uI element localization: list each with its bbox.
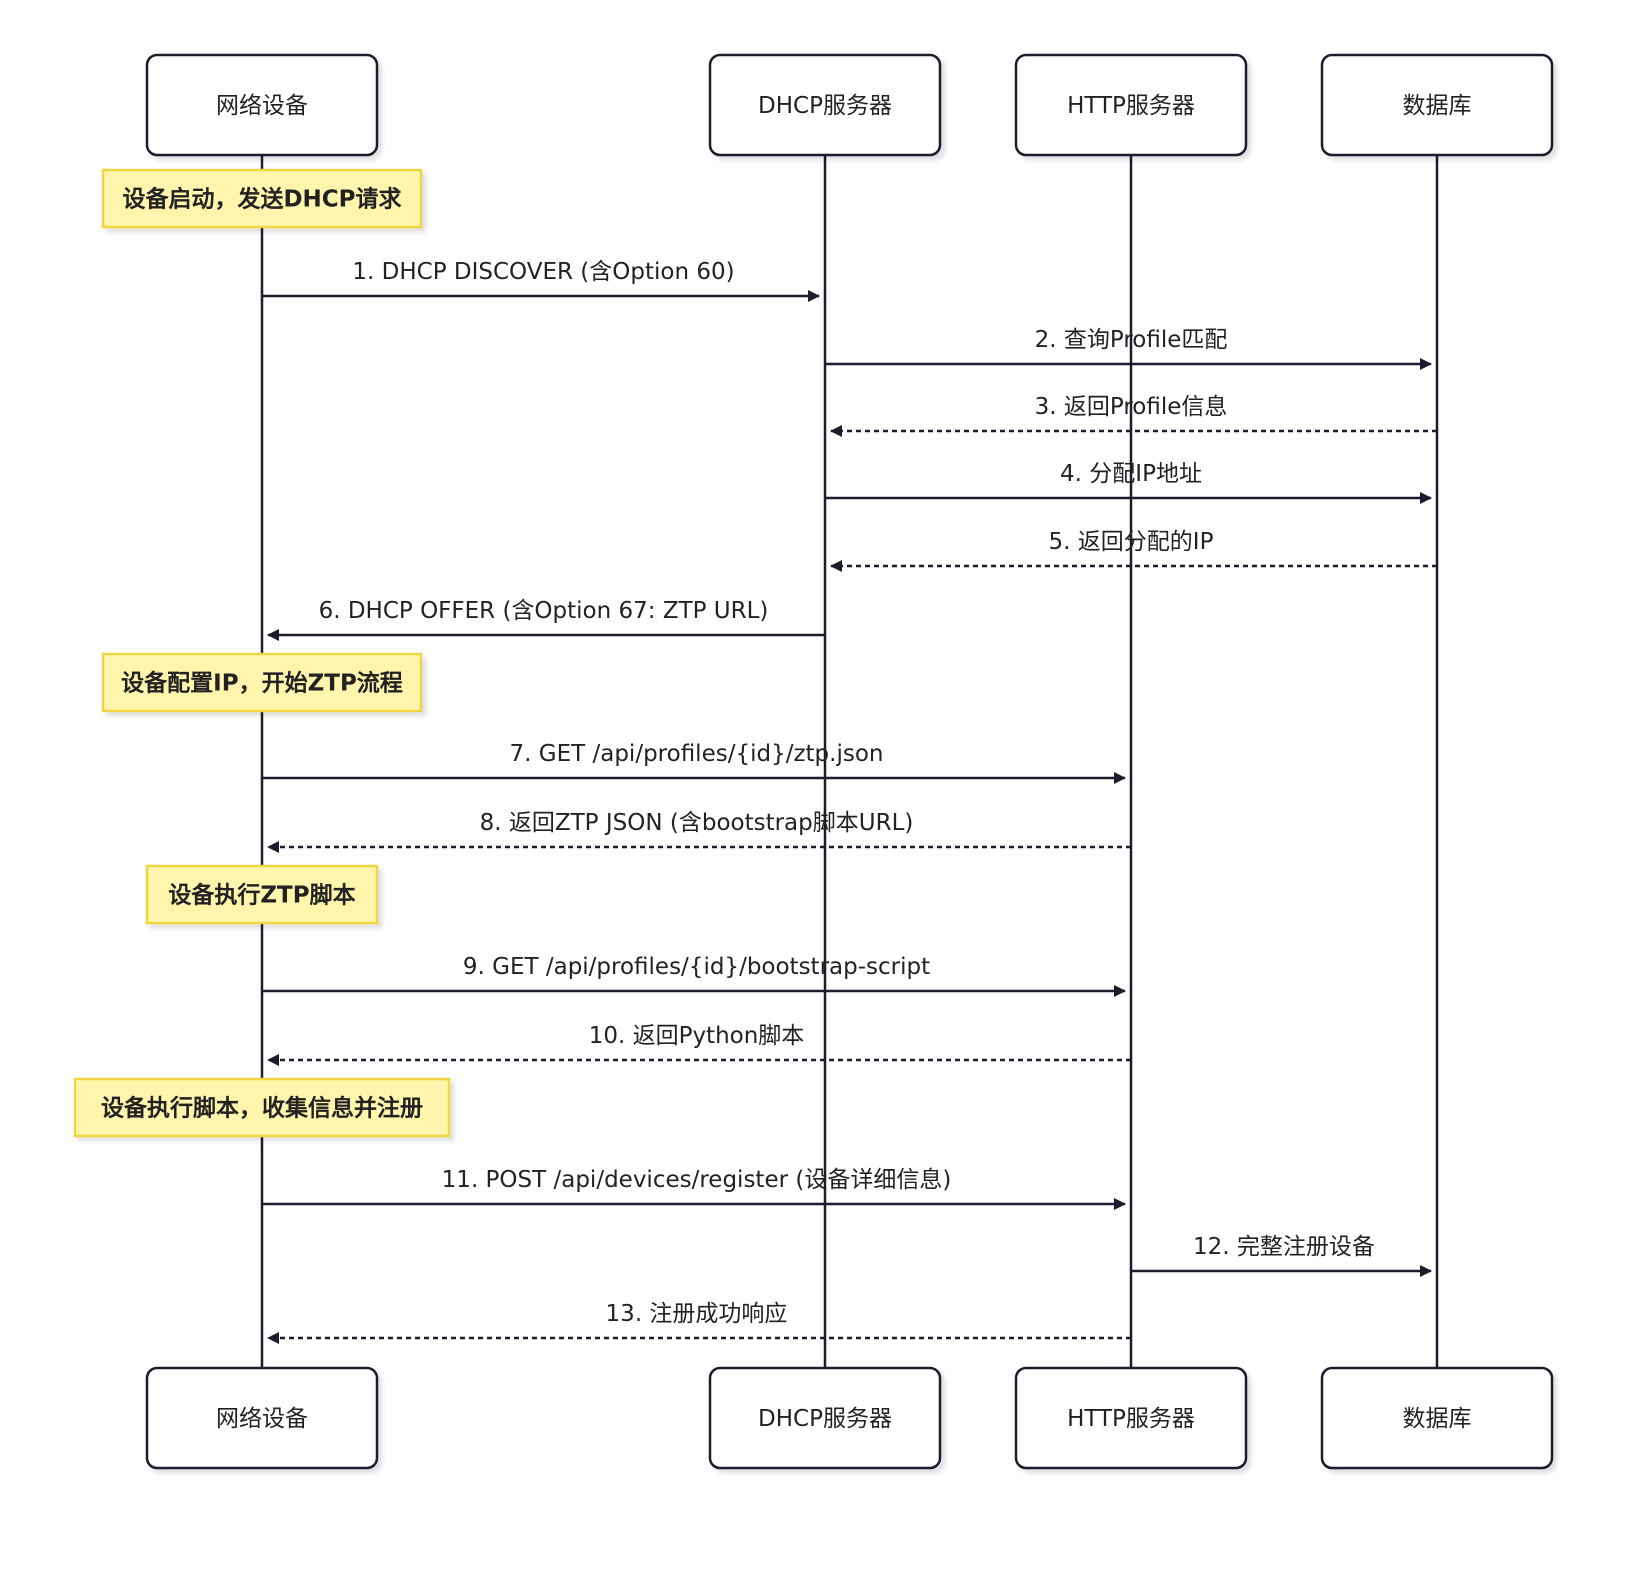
note-box	[145, 864, 379, 925]
note-box	[101, 168, 423, 229]
participant-device-bottom: 网络设备	[145, 1366, 379, 1470]
participant-http-bottom: HTTP服务器	[1014, 1366, 1248, 1470]
message-8: 8. 返回ZTP JSON (含bootstrap脚本URL)	[267, 810, 1131, 853]
message-5: 5. 返回分配的IP	[830, 529, 1437, 572]
participant-dhcp-top: DHCP服务器	[708, 53, 942, 157]
message-2: 2. 查询Profile匹配	[825, 327, 1432, 370]
participant-label: 数据库	[1403, 1406, 1472, 1432]
participant-box	[145, 53, 379, 157]
note-label: 设备执行ZTP脚本	[168, 882, 355, 909]
participant-box	[145, 1366, 379, 1470]
message-label: 5. 返回分配的IP	[1049, 529, 1214, 555]
message-label: 4. 分配IP地址	[1060, 461, 1202, 487]
participant-label: HTTP服务器	[1067, 93, 1195, 119]
message-label: 3. 返回Profile信息	[1035, 394, 1228, 420]
message-label: 13. 注册成功响应	[606, 1301, 788, 1327]
message-label: 1. DHCP DISCOVER (含Option 60)	[352, 259, 734, 285]
message-3: 3. 返回Profile信息	[830, 394, 1437, 437]
message-13: 13. 注册成功响应	[267, 1301, 1131, 1344]
message-6: 6. DHCP OFFER (含Option 67: ZTP URL)	[267, 598, 825, 641]
participant-label: 网络设备	[216, 93, 308, 119]
participant-label: DHCP服务器	[758, 93, 892, 119]
participant-http-top: HTTP服务器	[1014, 53, 1248, 157]
participant-box	[708, 1366, 942, 1470]
participant-db-top: 数据库	[1320, 53, 1554, 157]
participant-label: 数据库	[1403, 93, 1472, 119]
participant-label: DHCP服务器	[758, 1406, 892, 1432]
message-label: 2. 查询Profile匹配	[1035, 327, 1228, 353]
note-3: 设备执行ZTP脚本	[145, 864, 379, 925]
note-label: 设备配置IP，开始ZTP流程	[121, 670, 403, 697]
message-4: 4. 分配IP地址	[825, 461, 1432, 504]
message-label: 11. POST /api/devices/register (设备详细信息)	[442, 1167, 952, 1193]
participant-box	[1014, 1366, 1248, 1470]
participant-box	[1320, 53, 1554, 157]
participant-dhcp-bottom: DHCP服务器	[708, 1366, 942, 1470]
participant-db-bottom: 数据库	[1320, 1366, 1554, 1470]
message-label: 12. 完整注册设备	[1193, 1234, 1375, 1260]
message-12: 12. 完整注册设备	[1131, 1234, 1432, 1277]
participant-box	[708, 53, 942, 157]
message-label: 7. GET /api/profiles/{id}/ztp.json	[510, 741, 884, 767]
participant-label: HTTP服务器	[1067, 1406, 1195, 1432]
message-7: 7. GET /api/profiles/{id}/ztp.json	[262, 741, 1126, 784]
message-10: 10. 返回Python脚本	[267, 1023, 1131, 1066]
message-1: 1. DHCP DISCOVER (含Option 60)	[262, 259, 820, 302]
participant-device-top: 网络设备	[145, 53, 379, 157]
note-label: 设备启动，发送DHCP请求	[122, 186, 401, 213]
participant-box	[1320, 1366, 1554, 1470]
message-label: 10. 返回Python脚本	[589, 1023, 805, 1049]
note-2: 设备配置IP，开始ZTP流程	[101, 652, 423, 713]
note-box	[101, 652, 423, 713]
participant-box	[1014, 53, 1248, 157]
message-label: 6. DHCP OFFER (含Option 67: ZTP URL)	[319, 598, 769, 624]
note-4: 设备执行脚本，收集信息并注册	[73, 1077, 451, 1138]
note-1: 设备启动，发送DHCP请求	[101, 168, 423, 229]
message-11: 11. POST /api/devices/register (设备详细信息)	[262, 1167, 1126, 1210]
message-label: 9. GET /api/profiles/{id}/bootstrap-scri…	[463, 954, 930, 980]
participant-label: 网络设备	[216, 1406, 308, 1432]
note-label: 设备执行脚本，收集信息并注册	[101, 1095, 423, 1122]
note-box	[73, 1077, 451, 1138]
message-label: 8. 返回ZTP JSON (含bootstrap脚本URL)	[480, 810, 914, 836]
message-9: 9. GET /api/profiles/{id}/bootstrap-scri…	[262, 954, 1126, 997]
